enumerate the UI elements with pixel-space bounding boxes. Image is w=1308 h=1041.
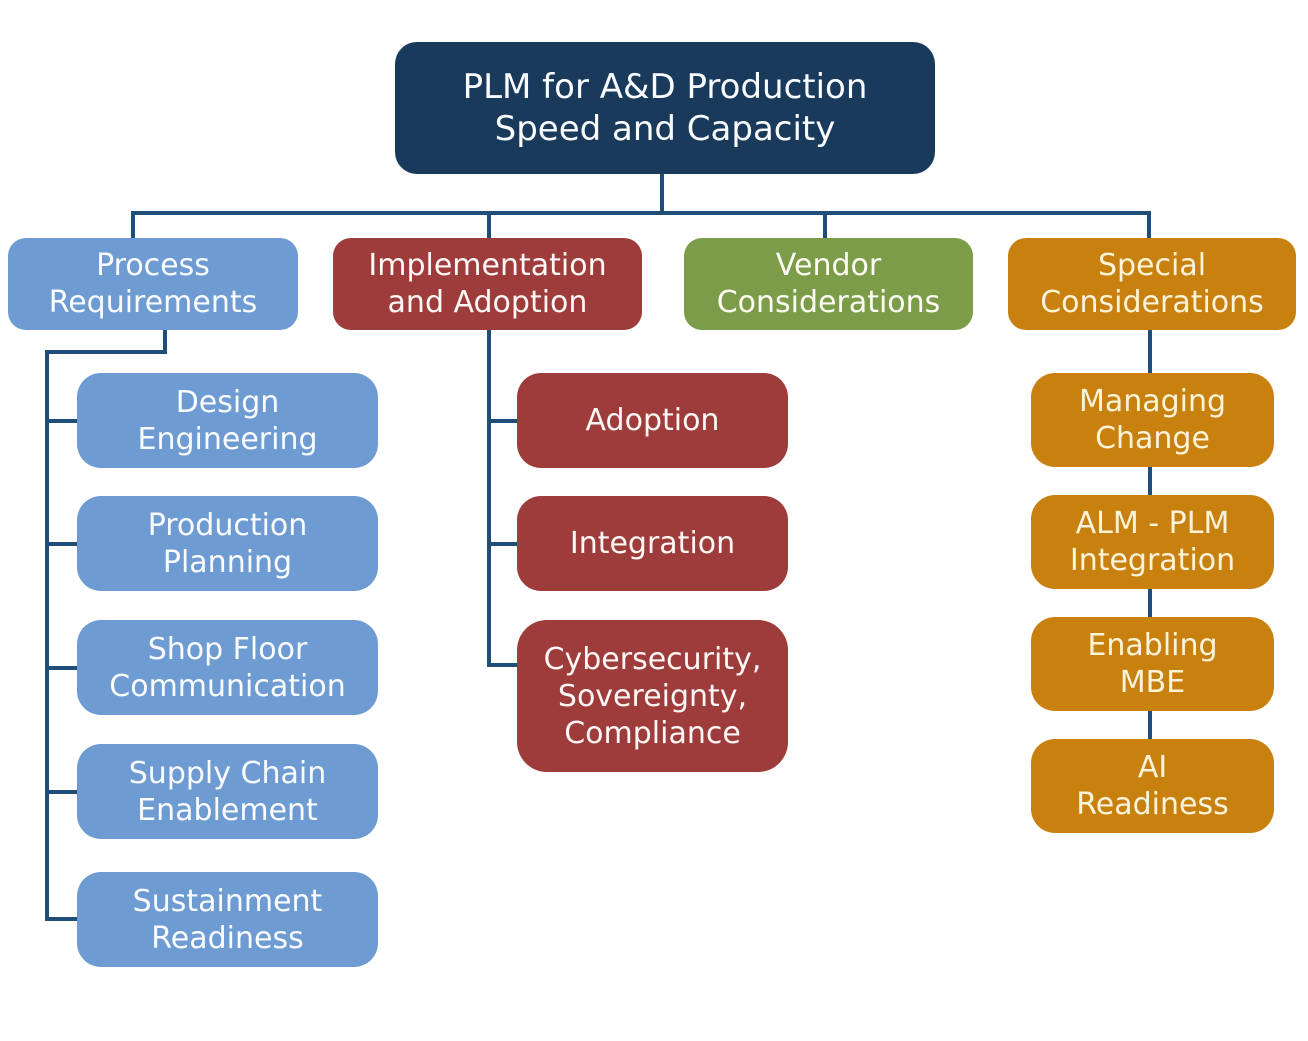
- node-label: Production Planning: [147, 507, 308, 580]
- node-label: Shop Floor Communication: [109, 631, 346, 704]
- node-label: Cybersecurity, Sovereignty, Compliance: [543, 641, 762, 751]
- node-label: Managing Change: [1078, 384, 1227, 456]
- node-label: Supply Chain Enablement: [128, 755, 327, 828]
- node-label: Enabling MBE: [1087, 628, 1218, 700]
- child-node-managing-change: Managing Change: [1031, 373, 1274, 467]
- node-label: ALM - PLM Integration: [1069, 506, 1236, 578]
- node-label: AI Readiness: [1076, 750, 1229, 822]
- branch-node-vendor-considerations: Vendor Considerations: [684, 238, 973, 330]
- branch-node-special-considerations: Special Considerations: [1008, 238, 1296, 330]
- child-node-enabling-mbe: Enabling MBE: [1031, 617, 1274, 711]
- child-node-shop-floor-communication: Shop Floor Communication: [77, 620, 378, 715]
- child-node-alm-plm-integration: ALM - PLM Integration: [1031, 495, 1274, 589]
- child-node-supply-chain-enablement: Supply Chain Enablement: [77, 744, 378, 839]
- root-node-title: PLM for A&D Production Speed and Capacit…: [395, 42, 935, 174]
- child-node-integration: Integration: [517, 496, 788, 591]
- branch-node-process-requirements: Process Requirements: [8, 238, 298, 330]
- node-label: Integration: [569, 526, 736, 561]
- branch-node-implementation-adoption: Implementation and Adoption: [333, 238, 642, 330]
- child-node-production-planning: Production Planning: [77, 496, 378, 591]
- node-label: Sustainment Readiness: [132, 883, 323, 956]
- node-label: Special Considerations: [1040, 248, 1264, 320]
- child-node-ai-readiness: AI Readiness: [1031, 739, 1274, 833]
- child-node-design-engineering: Design Engineering: [77, 373, 378, 468]
- child-node-adoption: Adoption: [517, 373, 788, 468]
- node-label: Vendor Considerations: [716, 248, 941, 320]
- node-label: Design Engineering: [137, 384, 318, 457]
- child-node-cybersecurity-sovereignty-compliance: Cybersecurity, Sovereignty, Compliance: [517, 620, 788, 772]
- node-label: PLM for A&D Production Speed and Capacit…: [462, 67, 868, 149]
- node-label: Process Requirements: [48, 248, 258, 320]
- node-label: Implementation and Adoption: [368, 248, 607, 320]
- child-node-sustainment-readiness: Sustainment Readiness: [77, 872, 378, 967]
- node-label: Adoption: [585, 403, 720, 438]
